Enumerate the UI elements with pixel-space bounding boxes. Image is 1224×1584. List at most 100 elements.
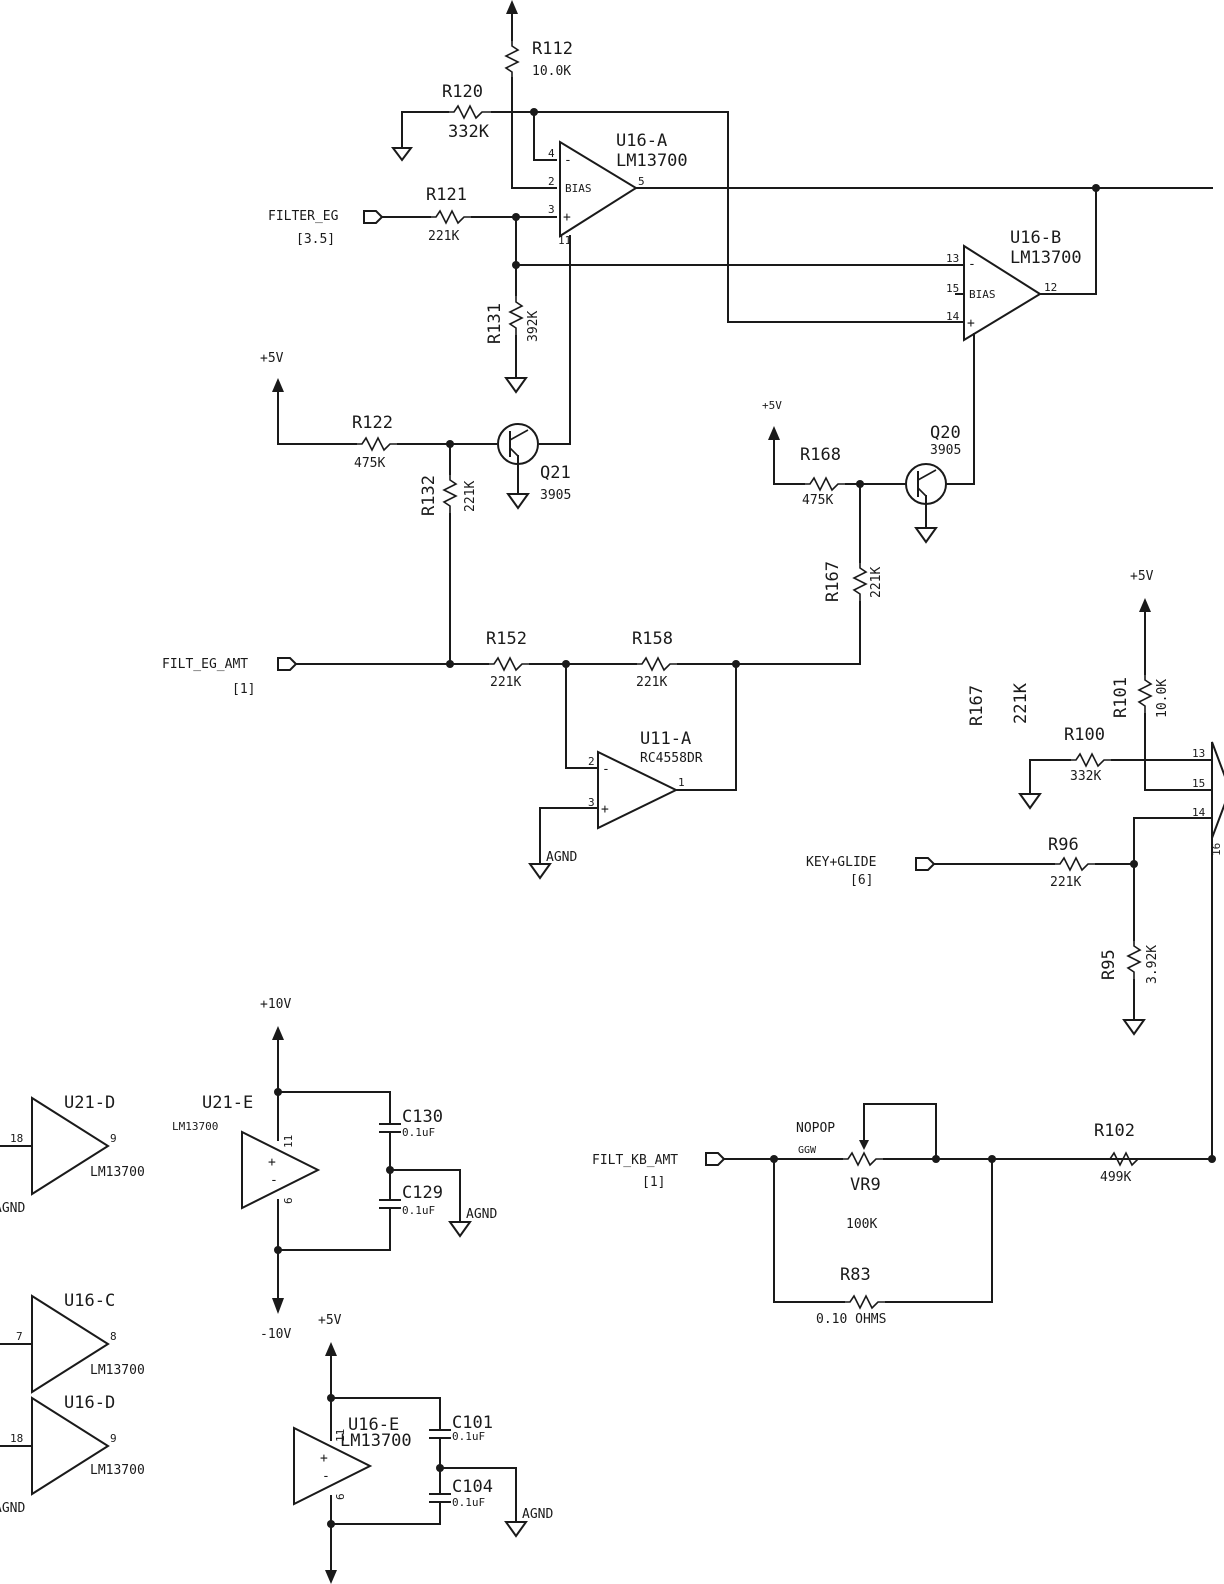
r100-ref: R100 bbox=[1064, 725, 1105, 745]
c129-value: 0.1uF bbox=[402, 1204, 435, 1217]
floating-r167-value: 221K bbox=[1011, 682, 1031, 724]
resistor-r122 bbox=[356, 436, 398, 452]
vr9-ref: VR9 bbox=[850, 1175, 881, 1195]
u21d-part: LM13700 bbox=[90, 1165, 145, 1180]
u16a-bias: BIAS bbox=[565, 182, 592, 195]
key-glide-ref: [6] bbox=[850, 873, 873, 888]
resistor-r120 bbox=[448, 104, 492, 120]
u21e-power-section: +10V AGND C130 0.1uF C129 0.1uF + - 11 6… bbox=[172, 997, 497, 1342]
r120-value: 332K bbox=[448, 122, 490, 142]
u16d-part: LM13700 bbox=[90, 1463, 145, 1478]
u16a-u16b-section: R112 10.0K R120 332K - BIAS + 4 2 3 5 11… bbox=[268, 0, 1213, 485]
q21-ref: Q21 bbox=[540, 463, 571, 483]
c129-ref: C129 bbox=[402, 1183, 443, 1203]
u16a-pin5: 5 bbox=[638, 175, 645, 188]
floating-r167-ref: R167 bbox=[967, 685, 987, 726]
resistor-r121 bbox=[430, 209, 472, 225]
filt-kb-amt-ref: [1] bbox=[642, 1175, 665, 1190]
u21e-pin11: 11 bbox=[282, 1135, 295, 1148]
u21d-agnd: AGND bbox=[0, 1201, 25, 1216]
r122-ref: R122 bbox=[352, 413, 393, 433]
u16a-pin4: 4 bbox=[548, 147, 555, 160]
r167-ref: R167 bbox=[823, 561, 843, 602]
opamp-u16a bbox=[559, 140, 638, 238]
u11a-ref: U11-A bbox=[640, 729, 691, 749]
u11a-plus: + bbox=[601, 802, 609, 817]
r120-ref: R120 bbox=[442, 82, 483, 102]
r132-ref: R132 bbox=[419, 475, 439, 516]
r112-value: 10.0K bbox=[532, 64, 571, 79]
r121-value: 221K bbox=[428, 229, 459, 244]
u-right-pin13: 13 bbox=[1192, 747, 1205, 760]
u16e-power-section: +5V AGND C101 0.1uF C104 0.1uF + - 11 6 … bbox=[293, 1313, 553, 1584]
u16a-part: LM13700 bbox=[616, 151, 688, 171]
r152-ref: R152 bbox=[486, 629, 527, 649]
u16a-ref: U16-A bbox=[616, 131, 667, 151]
potentiometer-vr9 bbox=[842, 1151, 884, 1167]
filt-kb-amt-port bbox=[705, 1152, 726, 1166]
u16e-agnd: AGND bbox=[522, 1507, 553, 1522]
u16a-plus: + bbox=[563, 210, 571, 225]
resistor-r102 bbox=[1104, 1151, 1146, 1167]
r132-value: 221K bbox=[463, 481, 478, 512]
vr9-sub: GGW bbox=[798, 1145, 817, 1156]
resistor-r83 bbox=[844, 1294, 886, 1310]
u16c-ref: U16-C bbox=[64, 1291, 115, 1311]
u11a-part: RC4558DR bbox=[640, 751, 703, 766]
q20-part: 3905 bbox=[930, 443, 961, 458]
resistor-r132 bbox=[442, 474, 458, 514]
r152-value: 221K bbox=[490, 675, 521, 690]
p5v-label-3: +5V bbox=[1130, 569, 1154, 584]
r96-value: 221K bbox=[1050, 875, 1081, 890]
supply-arrow bbox=[272, 1026, 284, 1040]
q21-part: 3905 bbox=[540, 488, 571, 503]
u16d-agnd: AGND bbox=[0, 1501, 25, 1516]
u21e-minus: - bbox=[270, 1173, 278, 1188]
u16b-pin15: 15 bbox=[946, 282, 959, 295]
supply-arrow-down bbox=[272, 1298, 284, 1314]
u16b-ref: U16-B bbox=[1010, 228, 1061, 248]
u21d-pin9: 9 bbox=[110, 1132, 117, 1145]
r95-ref: R95 bbox=[1099, 949, 1119, 980]
u16a-pin3: 3 bbox=[548, 203, 555, 216]
supply-arrow bbox=[325, 1342, 337, 1356]
c104-value: 0.1uF bbox=[452, 1496, 485, 1509]
filt-kb-amt-label: FILT_KB_AMT bbox=[592, 1153, 678, 1168]
opamp-u21e bbox=[241, 1130, 321, 1210]
p10v-label: +10V bbox=[260, 997, 291, 1012]
ground-symbol bbox=[914, 527, 938, 544]
u21e-part: LM13700 bbox=[172, 1120, 218, 1133]
u11a-pin1: 1 bbox=[678, 776, 685, 789]
filter-eg-label: FILTER_EG bbox=[268, 209, 339, 224]
r95-value: 3.92K bbox=[1145, 945, 1160, 984]
u21e-agnd: AGND bbox=[466, 1207, 497, 1222]
pot-wiper-arrow bbox=[859, 1140, 869, 1150]
r83-ref: R83 bbox=[840, 1265, 871, 1285]
filter-eg-ref: [3.5] bbox=[296, 232, 335, 247]
p5v-label-1: +5V bbox=[260, 351, 284, 366]
c130-value: 0.1uF bbox=[402, 1126, 435, 1139]
r96-ref: R96 bbox=[1048, 835, 1079, 855]
u16c-pin8: 8 bbox=[110, 1330, 117, 1343]
u-right-pin15: 15 bbox=[1192, 777, 1205, 790]
u16e-ref: U16-E bbox=[348, 1415, 399, 1435]
resistor-r131 bbox=[508, 295, 524, 336]
u16e-part: LM13700 bbox=[340, 1431, 412, 1451]
u16c-part: LM13700 bbox=[90, 1363, 145, 1378]
buffers-section: 18 9 U21-D LM13700 AGND 7 8 U16-C LM1370… bbox=[0, 1093, 145, 1516]
floating-label: R167 221K bbox=[967, 682, 1031, 726]
u16d-pin9: 9 bbox=[110, 1432, 117, 1445]
u11a-section: FILT_EG_AMT [1] R152 221K R158 221K - + … bbox=[162, 629, 861, 880]
u16e-pin6: 6 bbox=[334, 1493, 347, 1500]
u16b-minus: - bbox=[968, 257, 976, 272]
u16b-plus: + bbox=[967, 316, 975, 331]
r122-value: 475K bbox=[354, 456, 385, 471]
opamp-u11a bbox=[597, 750, 679, 830]
q20-section: +5V R168 475K Q20 3905 R167 221K bbox=[762, 399, 961, 665]
resistor-r101 bbox=[1137, 674, 1153, 714]
u16e-pin11: 11 bbox=[334, 1429, 347, 1442]
u21d-pin18: 18 bbox=[10, 1132, 23, 1145]
u11a-pin3: 3 bbox=[588, 796, 595, 809]
ground-symbol bbox=[506, 493, 530, 510]
r158-value: 221K bbox=[636, 675, 667, 690]
